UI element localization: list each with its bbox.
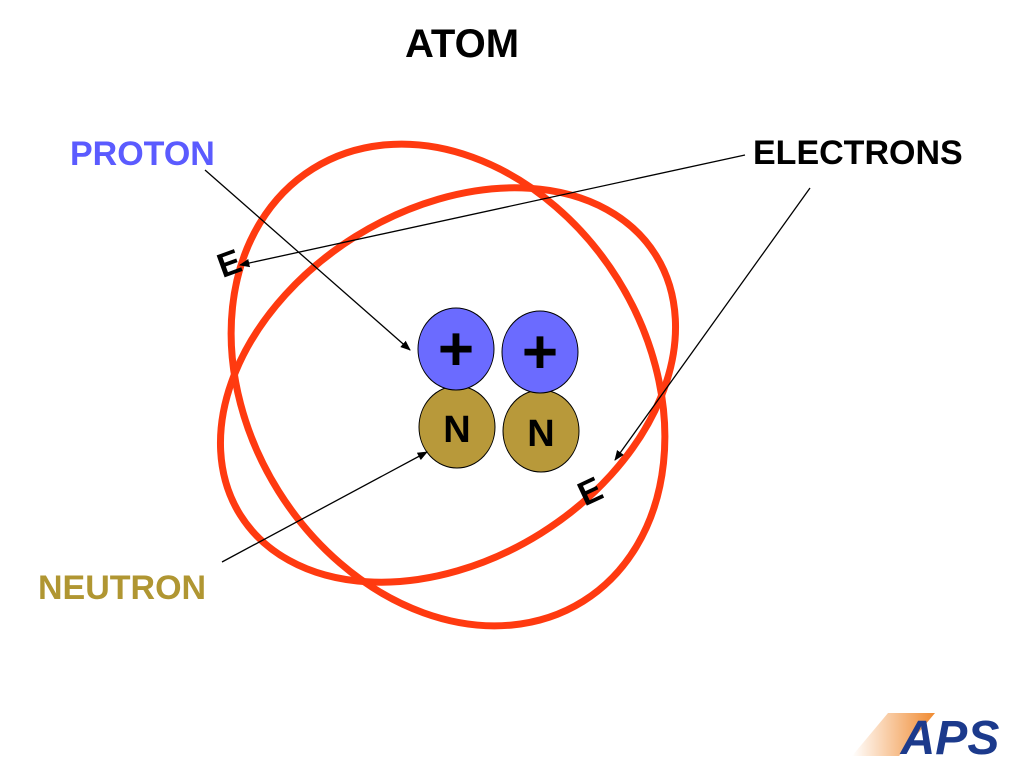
proton-label: PROTON <box>70 135 215 173</box>
electron-pointer-arrow-lower <box>614 187 811 461</box>
proton-left: + <box>417 307 495 391</box>
neutron-left: N <box>418 385 496 469</box>
electrons-label: ELECTRONS <box>753 134 963 172</box>
aps-logo: APS <box>852 712 999 765</box>
proton-left-symbol: + <box>438 315 474 384</box>
proton-right: + <box>501 310 579 394</box>
neutron-pointer-arrow <box>221 451 428 563</box>
proton-right-symbol: + <box>522 318 558 387</box>
aps-logo-stripe <box>852 713 935 756</box>
neutron-right-symbol: N <box>527 413 554 455</box>
orbit-ellipse-2 <box>216 184 680 586</box>
neutron-left-symbol: N <box>443 409 470 451</box>
electron-upper-left: E <box>212 242 246 285</box>
aps-logo-text: APS <box>900 712 1000 765</box>
orbit-ellipse-1 <box>227 140 669 630</box>
electron-pointer-arrow-upper <box>238 154 746 268</box>
page-title: ATOM <box>405 22 519 66</box>
neutron-label: NEUTRON <box>38 569 206 607</box>
proton-pointer-arrow <box>204 169 411 351</box>
neutron-right: N <box>502 389 580 473</box>
